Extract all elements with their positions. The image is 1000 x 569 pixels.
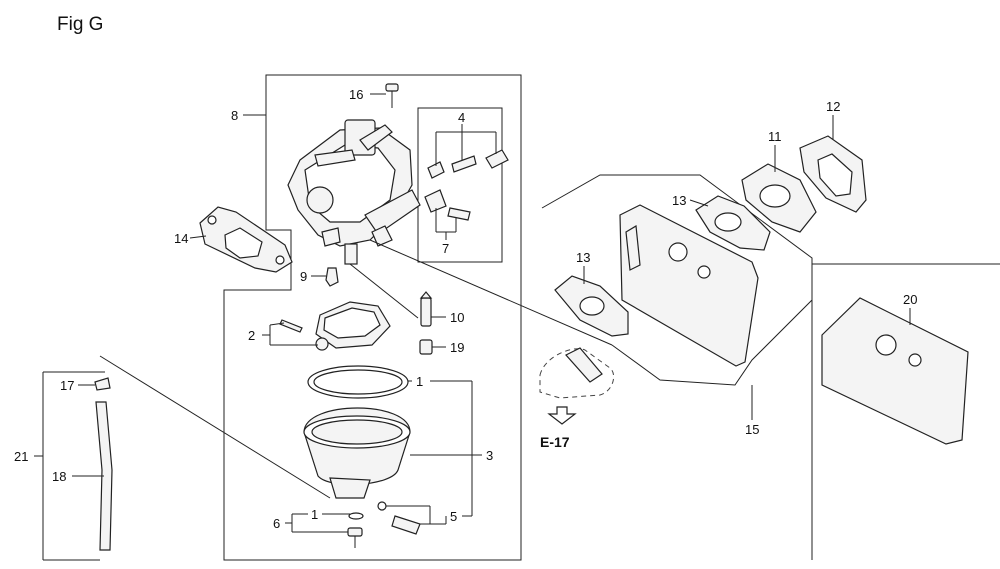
insulator-11 xyxy=(741,163,817,233)
o-ring-1 xyxy=(307,365,409,399)
callout-18: 18 xyxy=(52,469,66,484)
float-bowl-3 xyxy=(303,407,411,499)
callout-7: 7 xyxy=(442,241,449,256)
callout-6: 6 xyxy=(273,516,280,531)
gasket-12 xyxy=(799,135,867,213)
gasket-13-left xyxy=(554,275,629,337)
callout-8: 8 xyxy=(231,108,238,123)
needle-9 xyxy=(325,267,339,287)
gasket-20 xyxy=(821,297,969,445)
callout-15: 15 xyxy=(745,422,759,437)
gasket-13-right xyxy=(695,195,771,251)
breather-tube xyxy=(539,347,615,425)
callout-21: 21 xyxy=(14,449,28,464)
group-frames xyxy=(42,74,1000,561)
callout-1-bottom: 1 xyxy=(311,507,318,522)
gasket-14 xyxy=(199,206,293,273)
callout-16: 16 xyxy=(349,87,363,102)
float-2 xyxy=(279,301,391,351)
bolt-6 xyxy=(347,512,364,548)
figure-title: Fig G xyxy=(57,14,103,35)
callout-labels: 8 16 4 7 14 9 2 10 19 1 3 5 6 1 17 18 21… xyxy=(14,87,917,531)
insulator-plate-15 xyxy=(619,204,759,367)
callout-20: 20 xyxy=(903,292,917,307)
clip-17 xyxy=(94,377,111,391)
callout-13-left: 13 xyxy=(576,250,590,265)
callout-10: 10 xyxy=(450,310,464,325)
callout-12: 12 xyxy=(826,99,840,114)
callout-9: 9 xyxy=(300,269,307,284)
screw-set-4 xyxy=(427,149,509,179)
screw-set-7 xyxy=(424,189,471,221)
callout-13-right: 13 xyxy=(672,193,686,208)
callout-1-top: 1 xyxy=(416,374,423,389)
callout-2: 2 xyxy=(248,328,255,343)
callout-3: 3 xyxy=(486,448,493,463)
callout-14: 14 xyxy=(174,231,188,246)
drain-screw-5 xyxy=(377,501,421,535)
leader-lines xyxy=(34,93,911,533)
carburetor-body xyxy=(287,119,421,265)
screw-16 xyxy=(385,83,399,108)
callout-5: 5 xyxy=(450,509,457,524)
jet-10 xyxy=(419,291,433,327)
callout-4: 4 xyxy=(458,110,465,125)
callout-11: 11 xyxy=(768,129,782,144)
callout-17: 17 xyxy=(60,378,74,393)
reference-e17: E-17 xyxy=(540,434,570,450)
callout-19: 19 xyxy=(450,340,464,355)
jet-19 xyxy=(419,339,433,355)
